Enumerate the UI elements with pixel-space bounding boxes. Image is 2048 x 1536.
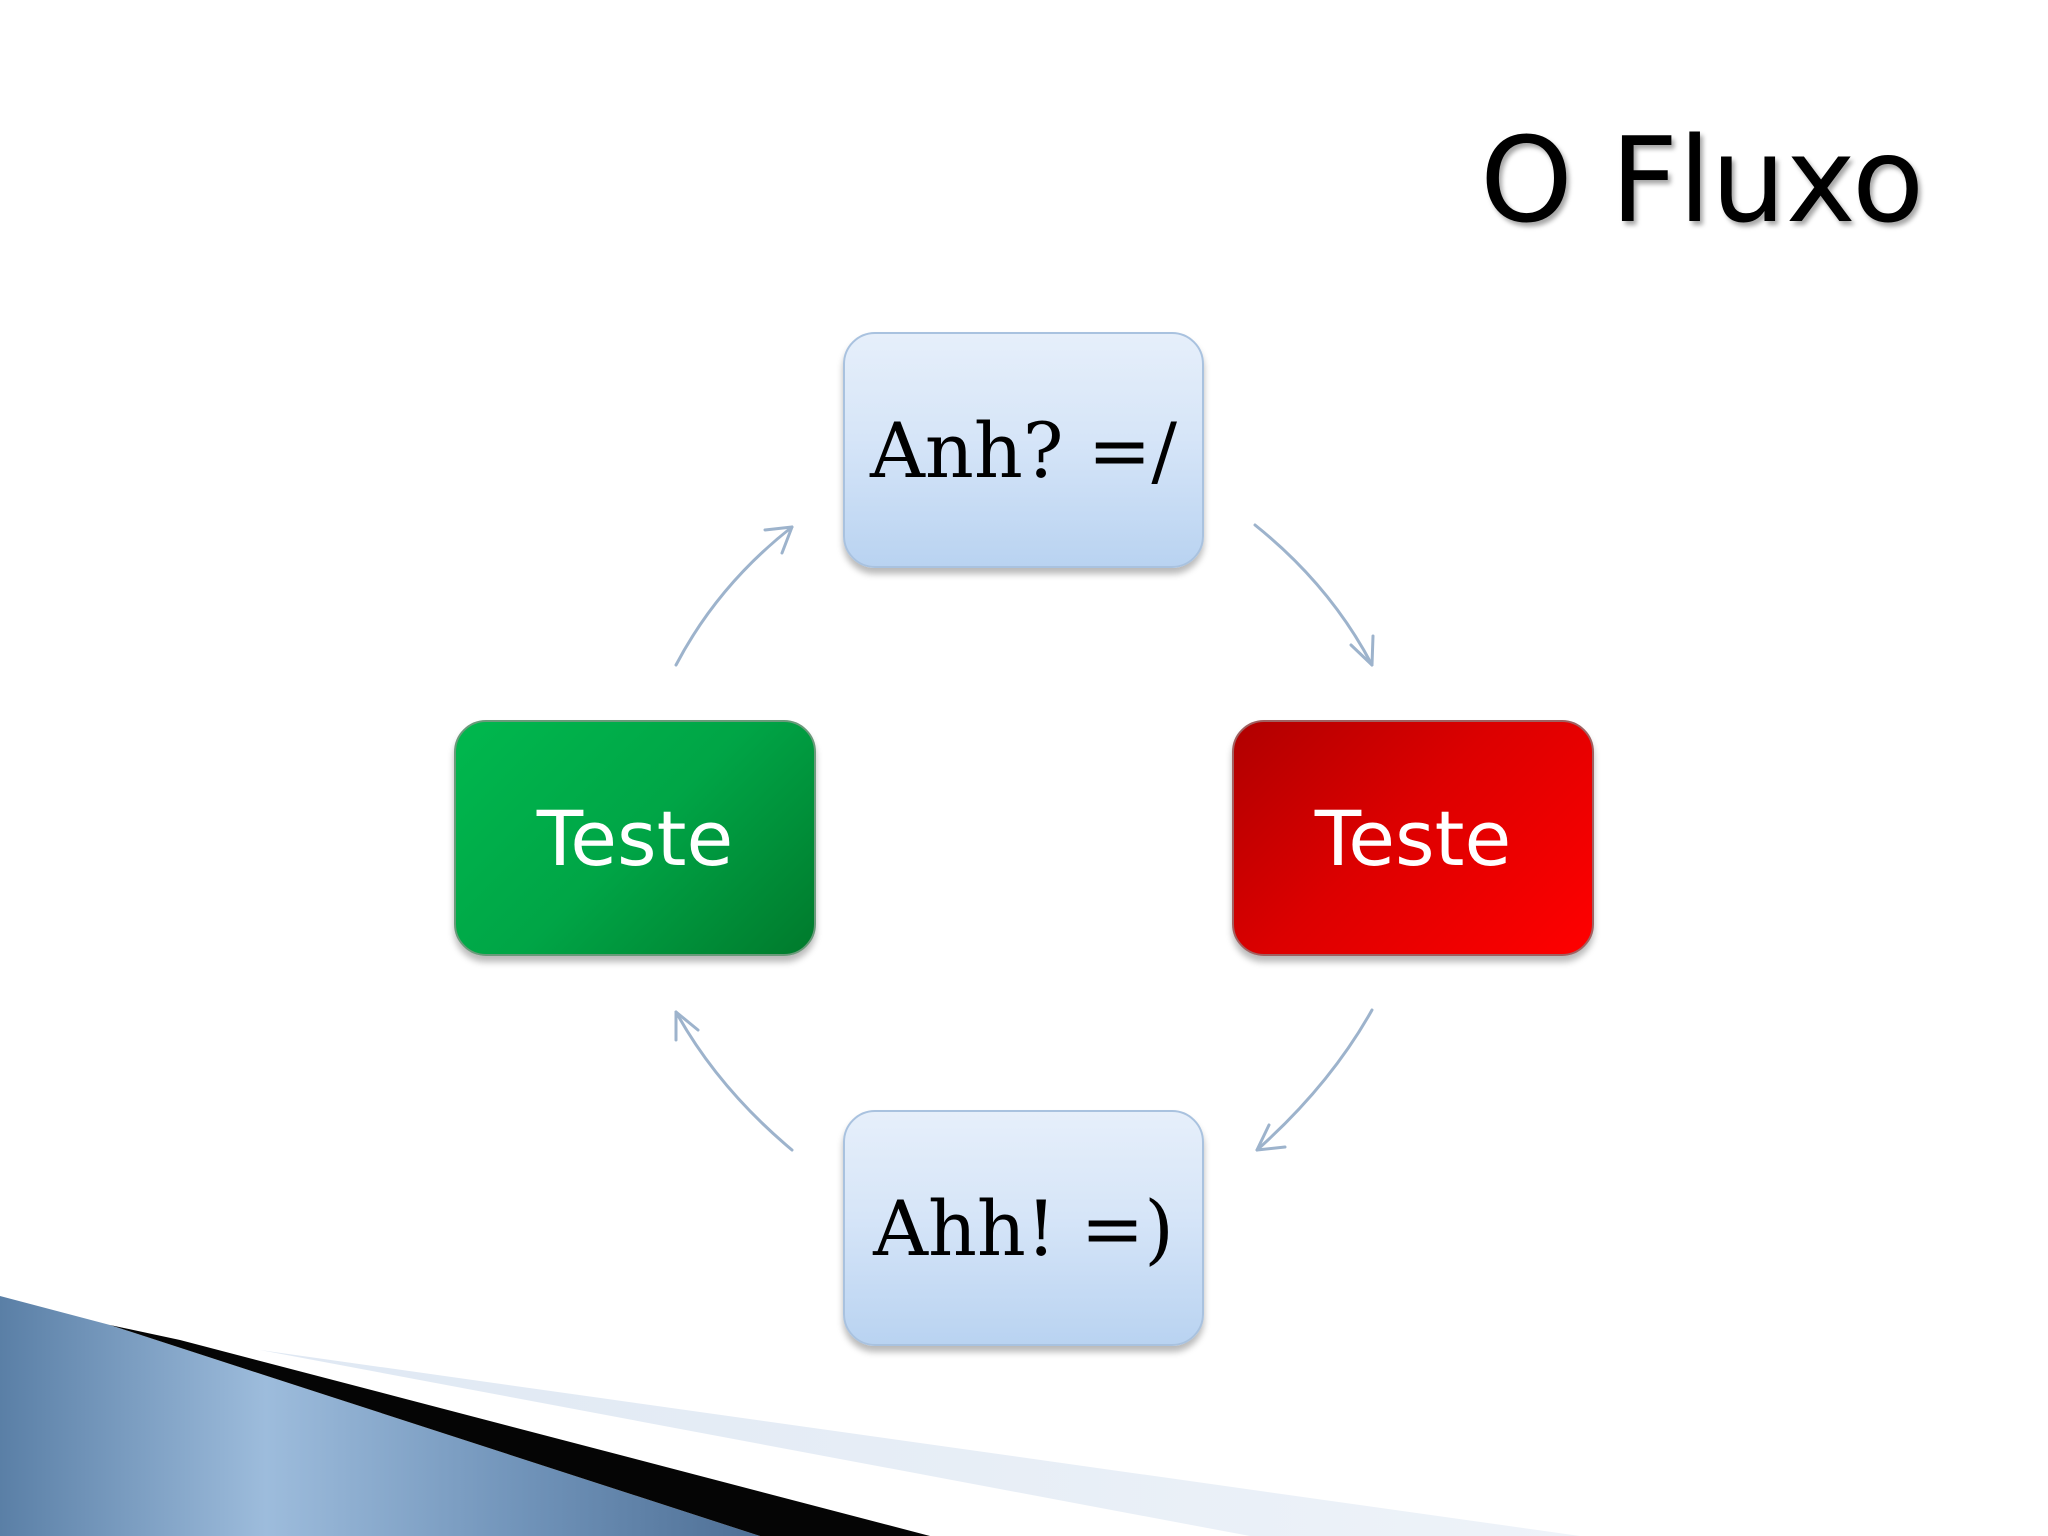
slide-title: O Fluxo (1480, 111, 1925, 249)
node-bottom: Ahh! =) (843, 1110, 1204, 1346)
node-right-label: Teste (1314, 793, 1512, 883)
arrow-top-to-right-icon (1253, 523, 1375, 667)
node-top: Anh? =/ (843, 332, 1204, 568)
corner-pale-band (260, 1350, 1580, 1536)
node-left: Teste (454, 720, 816, 956)
node-left-label: Teste (536, 793, 734, 883)
node-bottom-label: Ahh! =) (873, 1183, 1174, 1273)
node-right: Teste (1232, 720, 1594, 956)
arrow-bottom-to-left-icon (674, 1010, 794, 1152)
node-top-label: Anh? =/ (870, 405, 1177, 495)
corner-blue-band (0, 1296, 760, 1536)
arrow-right-to-bottom-icon (1255, 1008, 1374, 1152)
arrow-left-to-top-icon (674, 525, 794, 667)
corner-black-stripe (110, 1325, 930, 1536)
